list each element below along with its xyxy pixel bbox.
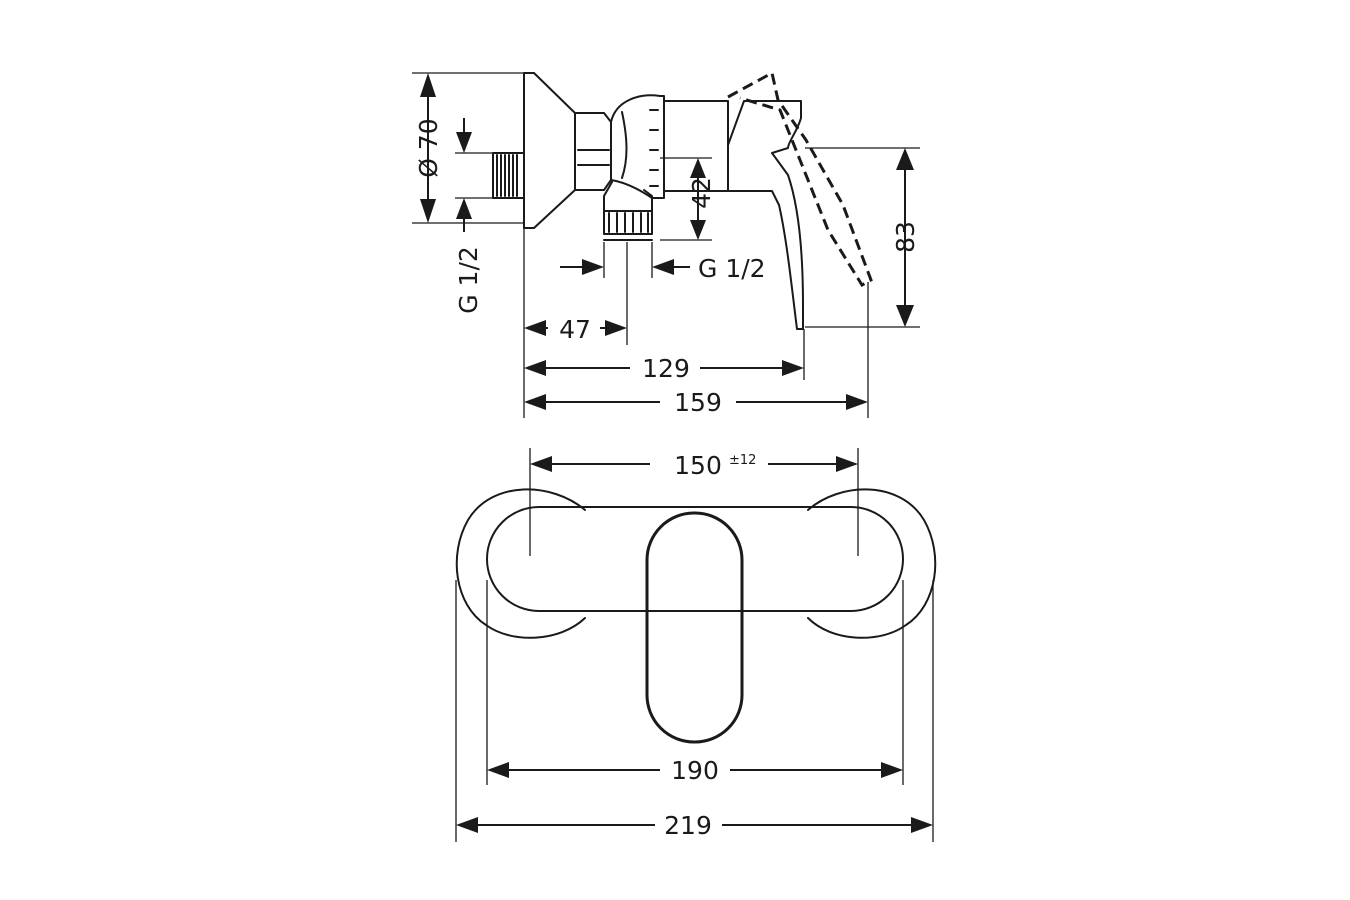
dim-thread-left: G 1/2	[454, 246, 483, 314]
body-bar	[486, 506, 904, 612]
lever-alternate-position	[727, 70, 873, 288]
front-lever	[645, 511, 744, 744]
union-detail	[621, 109, 659, 187]
front-view: 150 ±12 190 219	[455, 448, 937, 842]
outlet-thread	[603, 210, 653, 241]
inlet-thread	[492, 152, 525, 199]
dim-tolerance-150: ±12	[729, 453, 756, 468]
extension-lines-front	[455, 448, 934, 842]
dim-diameter-70: Ø 70	[414, 118, 443, 177]
dim-height-42: 42	[687, 177, 716, 209]
dim-width-219: 219	[664, 811, 712, 840]
dim-width-150: 150	[674, 451, 722, 480]
union-body	[610, 94, 665, 199]
hex-nut	[574, 112, 612, 191]
dim-thread-right: G 1/2	[698, 254, 766, 283]
dim-width-129: 129	[642, 354, 690, 383]
outlet-neck	[603, 181, 653, 212]
lever-handle	[727, 100, 804, 330]
wall-flange	[523, 72, 576, 229]
dim-width-47: 47	[559, 315, 591, 344]
right-escutcheon	[807, 488, 937, 639]
side-view: Ø 70 G 1/2 42 83 G 1/2 47 129 159	[412, 70, 920, 418]
left-escutcheon	[455, 488, 586, 639]
extension-lines-side	[412, 72, 920, 418]
dim-height-83: 83	[891, 221, 920, 253]
dim-width-159: 159	[674, 388, 722, 417]
dim-width-190: 190	[671, 756, 719, 785]
